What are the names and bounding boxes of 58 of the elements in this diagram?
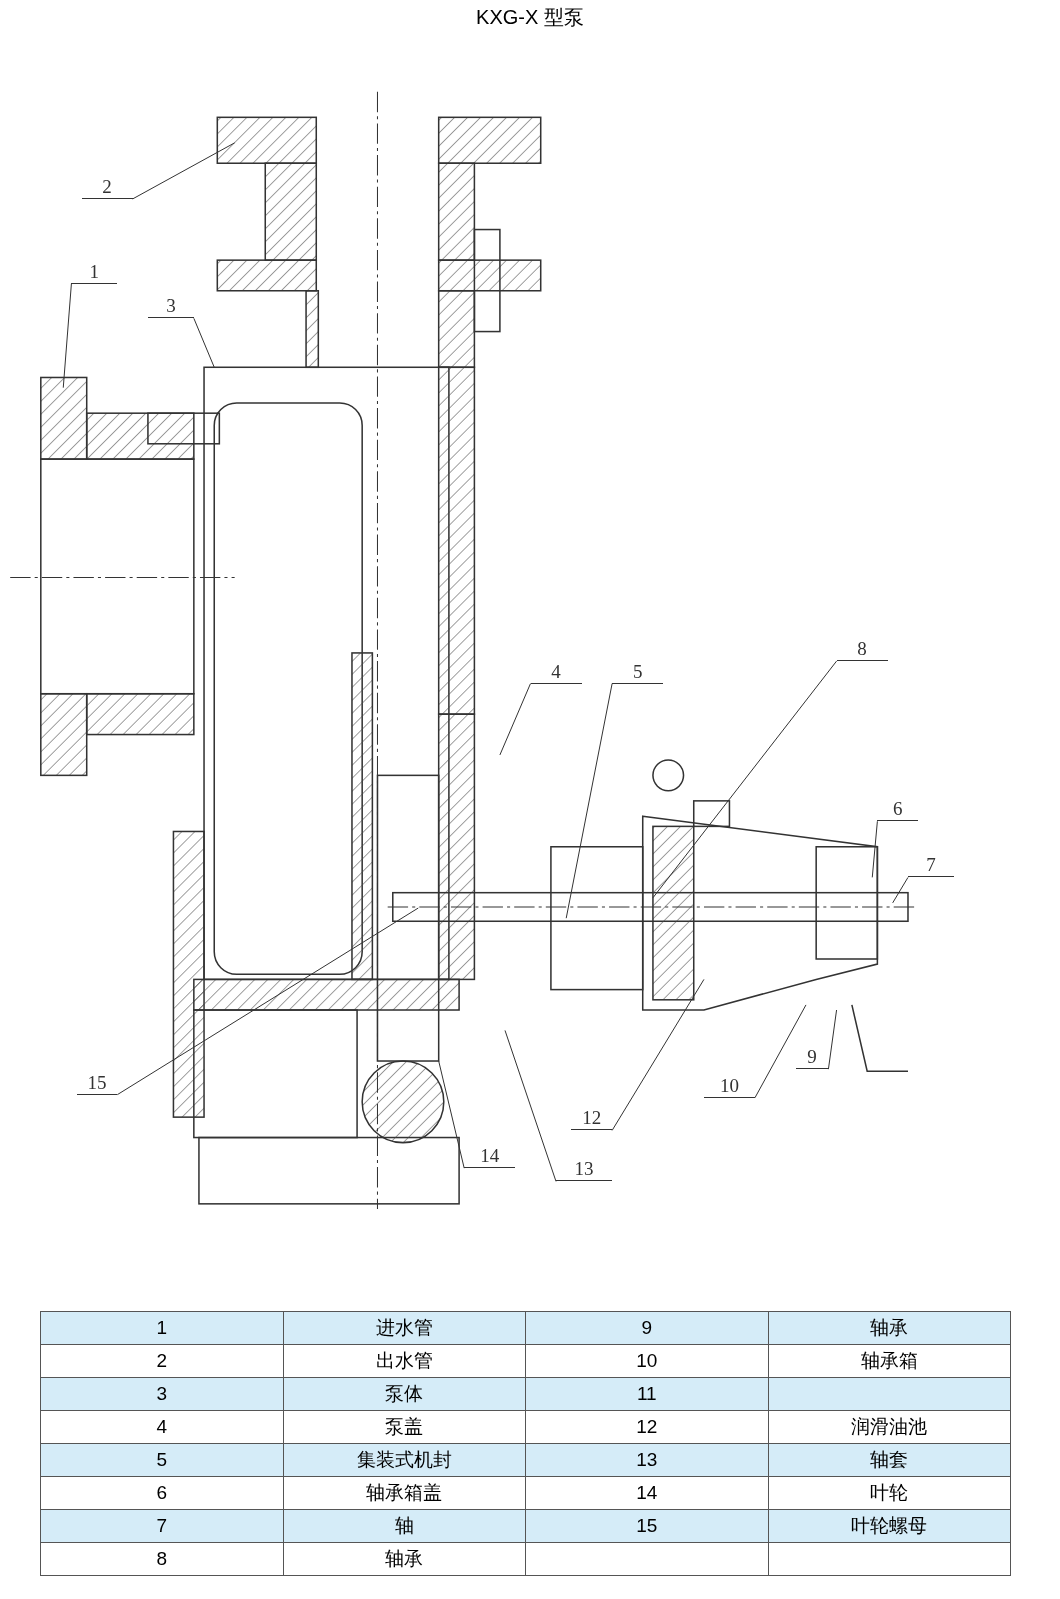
table-cell: 轴 [283, 1509, 526, 1543]
table-cell: 泵体 [283, 1377, 526, 1411]
leader-line [504, 1029, 557, 1182]
table-cell: 轴承箱盖 [283, 1476, 526, 1510]
callout-number: 12 [571, 1107, 613, 1131]
callout-number: 6 [877, 798, 919, 822]
leader-line [754, 1004, 807, 1099]
leader-line [652, 660, 838, 899]
leader-line [892, 876, 909, 904]
table-cell: 2 [40, 1344, 283, 1378]
callout-number: 3 [147, 295, 194, 319]
leader-line [499, 683, 531, 756]
callout-number: 7 [908, 854, 954, 878]
table-cell: 轴承 [283, 1542, 526, 1576]
leader-line [827, 1009, 838, 1070]
table-cell: 6 [40, 1476, 283, 1510]
table-cell: 10 [525, 1344, 768, 1378]
leader-line [193, 317, 215, 368]
table-cell: 15 [525, 1509, 768, 1543]
table-cell: 9 [525, 1311, 768, 1345]
leader-line [438, 1060, 465, 1169]
table-cell: 14 [525, 1476, 768, 1510]
table-cell: 出水管 [283, 1344, 526, 1378]
leader-line [611, 978, 705, 1131]
table-cell: 集装式机封 [283, 1443, 526, 1477]
callout-number: 14 [464, 1145, 516, 1169]
table-cell: 轴承 [768, 1311, 1011, 1345]
table-cell: 12 [525, 1410, 768, 1444]
diagram-title: KXG-X 型泵 [475, 5, 585, 30]
table-cell: 13 [525, 1443, 768, 1477]
callout-number: 4 [530, 660, 582, 684]
table-cell: 叶轮螺母 [768, 1509, 1011, 1543]
table-cell: 轴承箱 [768, 1344, 1011, 1378]
callout-number: 9 [795, 1046, 829, 1070]
table-cell: 润滑油池 [768, 1410, 1011, 1444]
callout-number: 15 [76, 1071, 118, 1095]
table-cell: 轴套 [768, 1443, 1011, 1477]
callout-number: 5 [612, 660, 664, 684]
leader-line [132, 142, 236, 200]
callout-number: 10 [703, 1074, 755, 1098]
table-cell: 3 [40, 1377, 283, 1411]
table-cell: 4 [40, 1410, 283, 1444]
leader-line [565, 683, 613, 919]
table-cell: 5 [40, 1443, 283, 1477]
callout-number: 13 [556, 1158, 613, 1182]
table-cell: 泵盖 [283, 1410, 526, 1444]
table-cell: 7 [40, 1509, 283, 1543]
table-cell: 11 [525, 1377, 768, 1411]
callout-number: 8 [836, 638, 888, 662]
leader-line [116, 907, 419, 1096]
table-cell: 进水管 [283, 1311, 526, 1345]
table-cell: 1 [40, 1311, 283, 1345]
table-cell: 8 [40, 1542, 283, 1576]
leader-line [62, 283, 72, 389]
callout-number: 2 [81, 175, 133, 199]
table-cell: 叶轮 [768, 1476, 1011, 1510]
leader-line [871, 820, 878, 878]
callout-number: 1 [71, 260, 118, 284]
